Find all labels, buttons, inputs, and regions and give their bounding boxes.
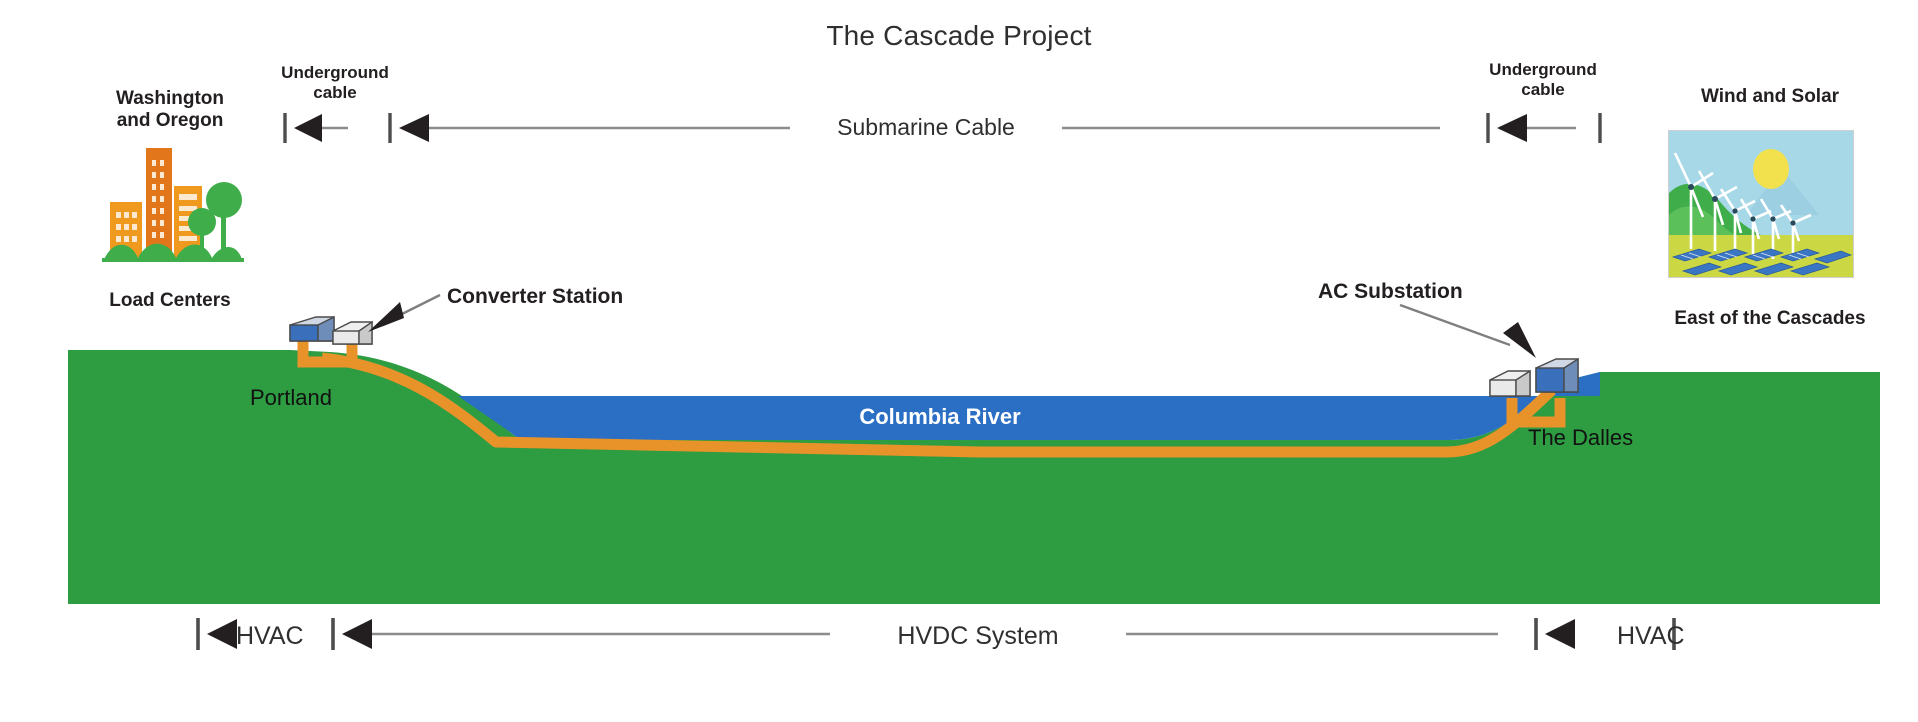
converter-station-grey-building bbox=[332, 320, 373, 345]
cable-riser-right bbox=[1506, 398, 1566, 428]
ac-substation-grey-building bbox=[1489, 369, 1531, 397]
ac-substation-blue-building bbox=[1535, 357, 1579, 393]
submarine-left-arrowhead bbox=[399, 114, 429, 142]
the-dalles-label: The Dalles bbox=[1528, 425, 1634, 450]
hvac-right-arrowhead bbox=[1545, 619, 1575, 649]
east-of-the-cascades-label: East of the Cascades bbox=[1674, 308, 1866, 329]
hvac-left-arrowhead bbox=[207, 619, 237, 649]
columbia-river-label: Columbia River bbox=[859, 404, 1021, 429]
hvac-left-label: HVAC bbox=[236, 622, 304, 650]
converter-station-label: Converter Station bbox=[447, 285, 624, 308]
page-title: The Cascade Project bbox=[826, 20, 1092, 51]
load-centers-label: Load Centers bbox=[109, 290, 231, 311]
cable-riser-left bbox=[297, 337, 358, 368]
converter-station-arrowhead bbox=[368, 302, 404, 332]
ac-substation-label: AC Substation bbox=[1318, 280, 1463, 303]
hvdc-left-arrowhead bbox=[342, 619, 372, 649]
washington-and-oregon-label: Washington and Oregon bbox=[116, 88, 224, 131]
ug-left-arrowhead bbox=[294, 114, 322, 142]
converter-station-blue-building bbox=[289, 315, 335, 342]
hvac-right-label: HVAC bbox=[1617, 622, 1685, 650]
hvdc-system-label: HVDC System bbox=[830, 622, 1126, 651]
converter-station-leader-line bbox=[393, 293, 441, 320]
underground-cable-right-label: Underground cable bbox=[1489, 60, 1597, 99]
wind-and-solar-farm-icon bbox=[1668, 130, 1854, 278]
underground-cable-left-label: Underground cable bbox=[281, 63, 389, 102]
portland-label: Portland bbox=[250, 385, 332, 410]
wind-and-solar-label: Wind and Solar bbox=[1700, 86, 1840, 107]
ac-substation-arrowhead bbox=[1503, 322, 1536, 358]
land-mass bbox=[68, 350, 1880, 604]
ug-right-arrowhead bbox=[1497, 114, 1527, 142]
ac-substation-leader-line bbox=[1399, 303, 1511, 347]
city-buildings-icon bbox=[90, 140, 250, 280]
submarine-cable-label: Submarine Cable bbox=[790, 114, 1062, 141]
